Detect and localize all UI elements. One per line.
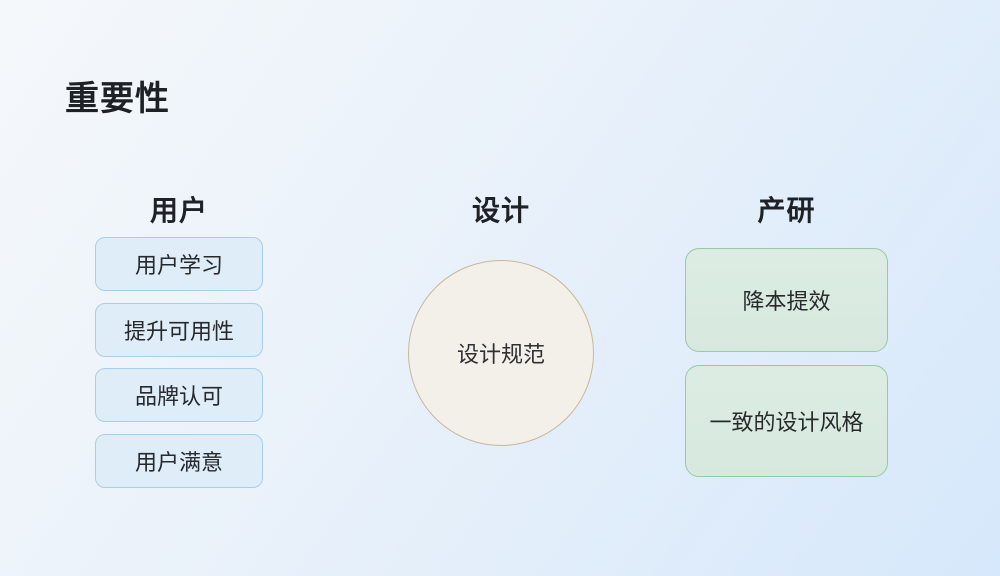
rnd-benefit-box-efficiency: 降本提效	[685, 248, 888, 352]
column-header-design: 设计	[471, 195, 530, 227]
page-title: 重要性	[65, 79, 170, 118]
user-benefit-box-brand: 品牌认可	[95, 368, 263, 422]
column-header-rnd: 产研	[757, 195, 816, 227]
user-benefit-box-usability: 提升可用性	[95, 303, 263, 357]
design-spec-circle-label: 设计规范	[456, 342, 545, 367]
column-header-users: 用户	[149, 195, 208, 227]
user-benefit-box-learning: 用户学习	[95, 237, 263, 291]
design-spec-circle: 设计规范	[408, 260, 594, 446]
rnd-benefit-box-consistency: 一致的设计风格	[685, 365, 888, 477]
user-benefit-box-satisfaction: 用户满意	[95, 434, 263, 488]
